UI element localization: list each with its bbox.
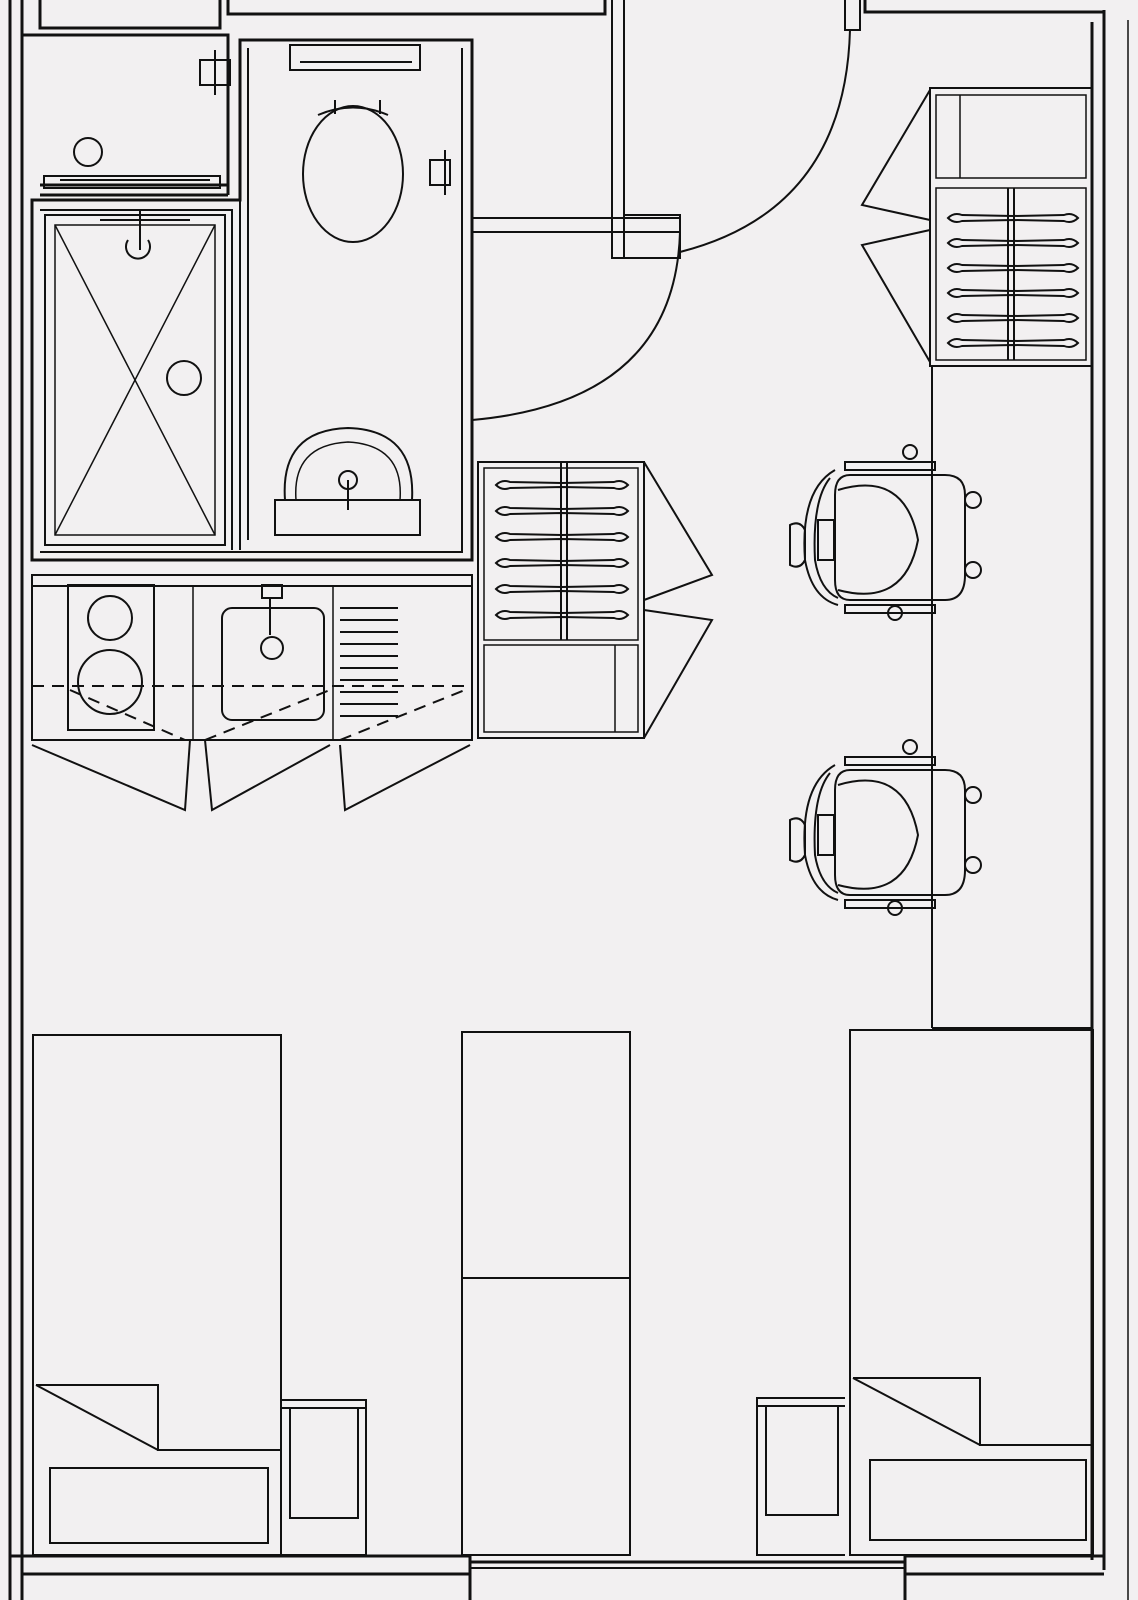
office-chair-icon — [789, 739, 982, 916]
bathroom-door-swing — [471, 231, 681, 421]
hanger-icon — [494, 480, 630, 490]
bed-right-pillow — [869, 1459, 1087, 1541]
kitchen-sink-icon — [221, 584, 325, 721]
kitchenette — [31, 574, 473, 812]
top-wall-right — [863, 0, 1104, 14]
hanger-icon — [494, 558, 630, 568]
hanger-icon — [946, 313, 1080, 323]
duct-walls — [22, 33, 230, 197]
hanger-icon — [494, 506, 630, 516]
hanger-icon — [946, 263, 1080, 273]
bed-left-pillow — [49, 1467, 269, 1544]
cabinet-door-swings — [69, 689, 466, 741]
bathroom-door-leaf — [472, 217, 680, 233]
hanger-icon — [946, 238, 1080, 248]
exterior-walls — [8, 0, 1129, 1600]
bedside-table-left — [281, 1399, 367, 1556]
wardrobe-door-1 — [643, 461, 714, 739]
wardrobe-icon — [477, 461, 714, 739]
duct-fitting — [199, 50, 231, 95]
center-storage — [461, 1031, 631, 1556]
bed-right-fold — [852, 1377, 1093, 1446]
entry-door-swing — [679, 29, 851, 253]
cabinet-doors — [31, 739, 471, 812]
entry-door-leaf — [624, 214, 681, 259]
door-frame-top — [623, 0, 861, 31]
hanger-icon — [946, 288, 1080, 298]
hanger-icon — [946, 338, 1080, 348]
hanger-icon — [494, 532, 630, 542]
bed-icon — [32, 1034, 282, 1556]
bathroom — [22, 33, 474, 562]
hanger-icon — [494, 610, 630, 620]
wardrobe-door-2 — [860, 89, 931, 363]
drainer-icon — [340, 607, 398, 717]
bottom-wall — [22, 1554, 1104, 1600]
office-chair-icon — [789, 444, 982, 621]
radiator — [43, 175, 221, 189]
bedside-table-right — [756, 1397, 845, 1556]
top-wall-mid — [226, 0, 607, 16]
door-frame-left — [611, 0, 625, 259]
left-wall — [8, 0, 24, 1600]
hanger-icon — [946, 213, 1080, 223]
top-wall-left — [20, 0, 222, 30]
bed-icon — [849, 1029, 1094, 1556]
bathroom-walls — [30, 38, 474, 562]
entrance — [471, 0, 861, 421]
hob-icon — [67, 584, 155, 731]
hanger-icon — [494, 584, 630, 594]
bed-left-fold — [35, 1384, 281, 1451]
desk — [931, 366, 1092, 1029]
wardrobe-icon — [860, 87, 1093, 367]
bathroom-inner-walls — [40, 40, 463, 553]
duct-pipe — [73, 137, 103, 167]
washbasin-icon — [274, 426, 421, 536]
toilet-icon — [289, 44, 421, 243]
shower-tray-icon — [44, 210, 226, 546]
grab-rail — [429, 150, 451, 195]
